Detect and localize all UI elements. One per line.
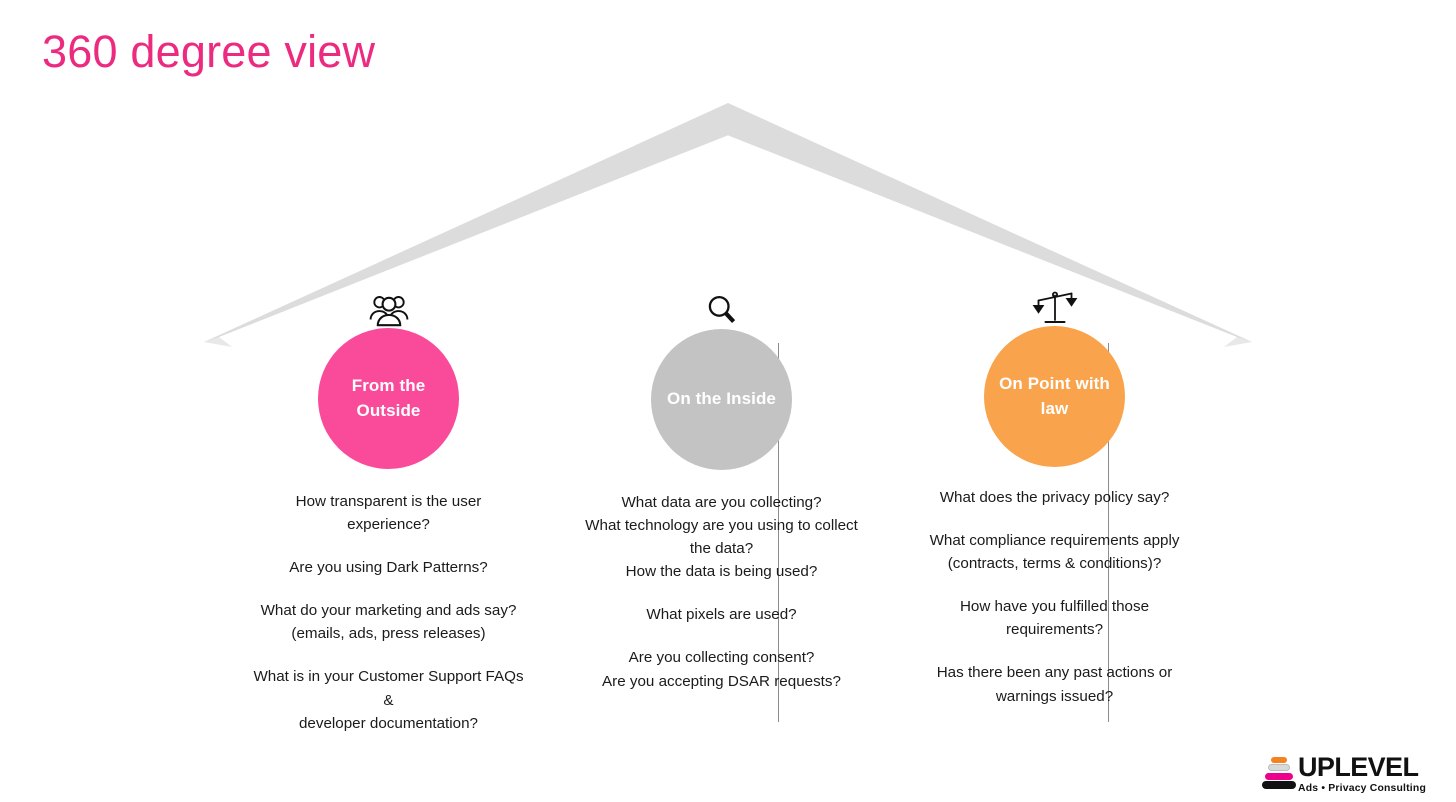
column-divider-2 [1108, 343, 1109, 722]
magnifying-glass-icon [704, 282, 740, 328]
bubble-label-line-2: with law [1040, 373, 1110, 418]
logo-bar-orange [1271, 756, 1288, 763]
question-line: Are you collecting consent? [628, 649, 815, 667]
people-group-icon [366, 282, 412, 328]
question-block: Has there been any past actions or warni… [888, 661, 1221, 707]
question-line: What do your marketing and ads say? [260, 602, 517, 620]
question-line: What does the privacy policy say? [939, 489, 1170, 506]
column-on-point-with-law: On Point with law What does the privacy … [888, 282, 1221, 708]
column-divider-1 [778, 343, 779, 722]
question-line: What data are you collecting? [621, 494, 822, 511]
question-line: & [383, 691, 394, 709]
bubble-label-line-2: Outside [356, 400, 421, 420]
question-line: What compliance requirements apply [929, 532, 1180, 550]
bubble-on-point-with-law[interactable]: On Point with law [984, 326, 1125, 467]
question-block: What compliance requirements apply (cont… [888, 529, 1221, 575]
question-line: What pixels are used? [646, 606, 797, 624]
question-block: Are you collecting consent? Are you acce… [555, 646, 888, 692]
question-block: How have you fulfilled those requirement… [888, 595, 1221, 641]
question-block: What does the privacy policy say? [888, 486, 1221, 509]
bubble-label-line-1: From the [351, 375, 426, 395]
logo-tagline: Ads • Privacy Consulting [1298, 782, 1426, 794]
bubble-label-line-1: On Point [999, 373, 1071, 393]
logo-bar-gray [1268, 764, 1291, 772]
question-line: Are you using Dark Patterns? [289, 559, 488, 577]
bubble-label: From the Outside [318, 374, 459, 423]
page-title: 360 degree view [42, 26, 376, 77]
question-line: How have you fulfilled those [959, 598, 1150, 616]
question-line: developer documentation? [298, 714, 478, 732]
question-line: What technology are you using to collect [585, 517, 858, 535]
question-line: What is in your Customer Support FAQs [253, 668, 524, 686]
question-block: What is in your Customer Support FAQs & … [222, 665, 555, 734]
question-block: What pixels are used? [555, 603, 888, 626]
question-block: How transparent is the user experience? [222, 490, 555, 536]
question-line: (emails, ads, press releases) [291, 625, 486, 643]
balance-scales-icon [1031, 282, 1079, 328]
bubble-from-the-outside[interactable]: From the Outside [318, 328, 459, 469]
uplevel-logo-text: UPLEVEL Ads • Privacy Consulting [1298, 751, 1426, 794]
bubble-label: On Point with law [984, 372, 1125, 421]
bubble-on-the-inside[interactable]: On the Inside [651, 329, 792, 470]
question-line: warnings issued? [995, 687, 1114, 705]
question-list-from-the-outside: How transparent is the user experience? … [222, 490, 555, 735]
uplevel-logo-mark-icon [1262, 754, 1297, 791]
bubble-label-line-2: Inside [726, 389, 776, 409]
question-list-on-point-with-law: What does the privacy policy say? What c… [888, 486, 1221, 708]
logo-bar-black [1262, 781, 1297, 790]
question-line: (contracts, terms & conditions)? [947, 555, 1162, 573]
three-column-panel: From the Outside How transparent is the … [222, 282, 1234, 742]
uplevel-logo: UPLEVEL Ads • Privacy Consulting [1262, 751, 1426, 794]
column-on-the-inside: On the Inside What data are you collecti… [555, 282, 888, 693]
question-line: the data? [689, 540, 754, 558]
bubble-label-line-1: On the [667, 389, 722, 409]
question-line: How the data is being used? [625, 563, 818, 581]
question-line: Has there been any past actions or [936, 664, 1173, 682]
question-line: experience? [347, 516, 430, 534]
logo-bar-magenta [1265, 772, 1294, 780]
logo-wordmark: UPLEVEL [1298, 751, 1419, 782]
question-line: Are you accepting DSAR requests? [602, 672, 841, 690]
bubble-label: On the Inside [657, 387, 786, 412]
question-line: requirements? [1005, 621, 1104, 639]
question-list-on-the-inside: What data are you collecting? What techn… [555, 491, 888, 693]
question-block: What do your marketing and ads say? (ema… [222, 599, 555, 645]
question-block: What data are you collecting? What techn… [555, 491, 888, 583]
question-block: Are you using Dark Patterns? [222, 556, 555, 579]
question-line: How transparent is the user [295, 493, 482, 510]
column-from-the-outside: From the Outside How transparent is the … [222, 282, 555, 735]
